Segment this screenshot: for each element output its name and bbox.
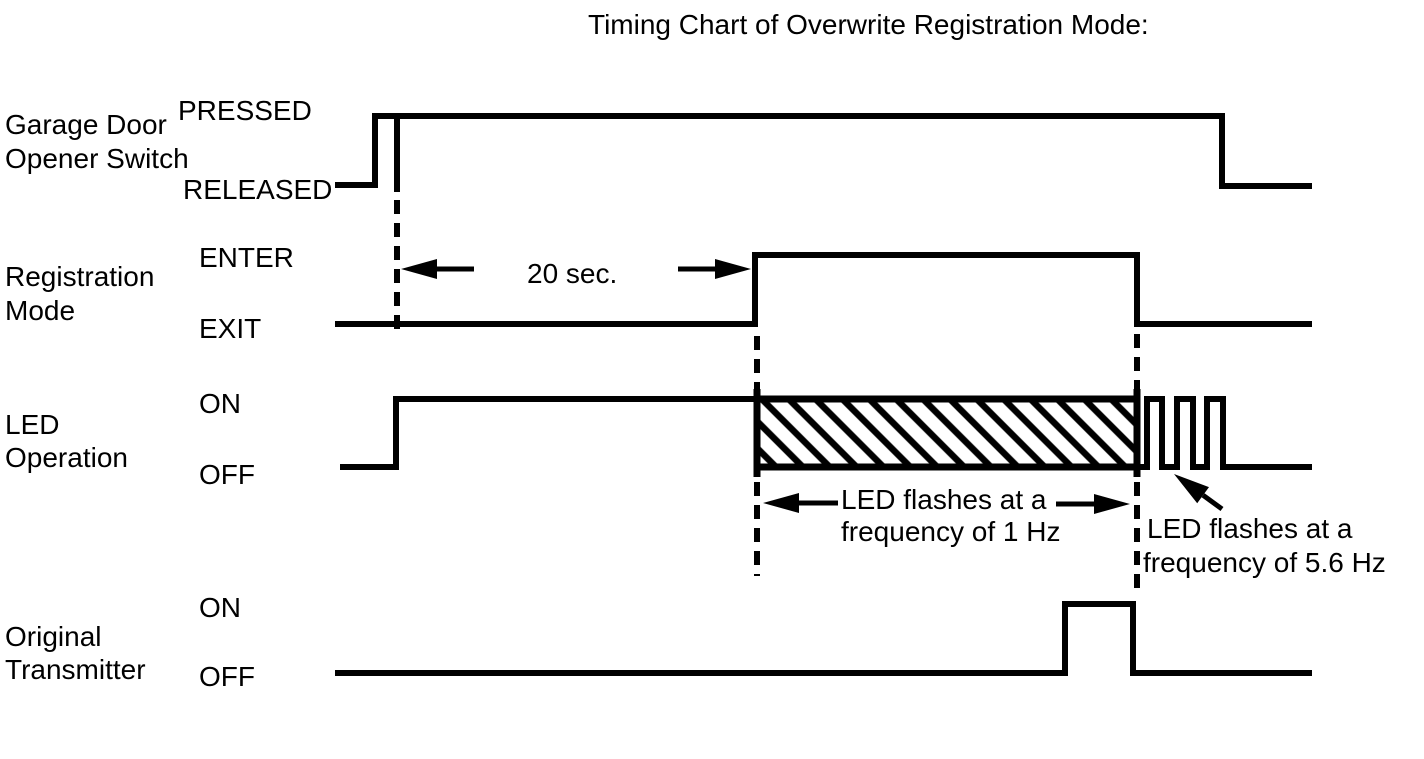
row-label-transmitter-line2: Transmitter — [5, 654, 146, 685]
arrow-head-3 — [1094, 494, 1130, 514]
arrow-head-2 — [763, 493, 799, 513]
arrow-shaft-4 — [1201, 493, 1224, 512]
row-label-led-line1: LED — [5, 409, 60, 440]
level-label-released: RELEASED — [183, 174, 333, 205]
level-label-led-on: ON — [199, 388, 241, 419]
arrow-head-0 — [401, 259, 437, 279]
led-1hz-hatch-region — [757, 399, 1137, 467]
wave-original-transmitter — [335, 601, 1312, 676]
wave-registration-mode — [335, 252, 1312, 327]
annotation-1hz-line2: frequency of 1 Hz — [841, 516, 1061, 547]
level-label-exit: EXIT — [199, 313, 262, 344]
wave-led-operation — [340, 396, 1312, 470]
arrow-head-1 — [715, 259, 751, 279]
row-label-garage-door-line2: Opener Switch — [5, 143, 189, 174]
row-label-registration-line2: Mode — [5, 295, 76, 326]
row-label-registration-line1: Registration — [5, 261, 155, 292]
arrow-head-4 — [1174, 474, 1209, 504]
chart-title: Timing Chart of Overwrite Registration M… — [588, 9, 1149, 40]
wave-garage-door-opener-switch — [335, 113, 1312, 189]
row-label-garage-door-line1: Garage Door — [5, 109, 167, 140]
level-label-transmitter-off: OFF — [199, 661, 255, 692]
row-label-transmitter-line1: Original — [5, 621, 102, 652]
annotation-20-sec: 20 sec. — [527, 258, 618, 289]
row-label-led-line2: Operation — [5, 442, 128, 473]
level-label-pressed: PRESSED — [178, 95, 312, 126]
annotation-56hz-line1: LED flashes at a — [1147, 513, 1353, 544]
annotation-1hz-line1: LED flashes at a — [841, 484, 1047, 515]
annotation-56hz-line2: frequency of 5.6 Hz — [1143, 547, 1386, 578]
level-label-led-off: OFF — [199, 459, 255, 490]
level-label-transmitter-on: ON — [199, 592, 241, 623]
level-label-enter: ENTER — [199, 242, 294, 273]
